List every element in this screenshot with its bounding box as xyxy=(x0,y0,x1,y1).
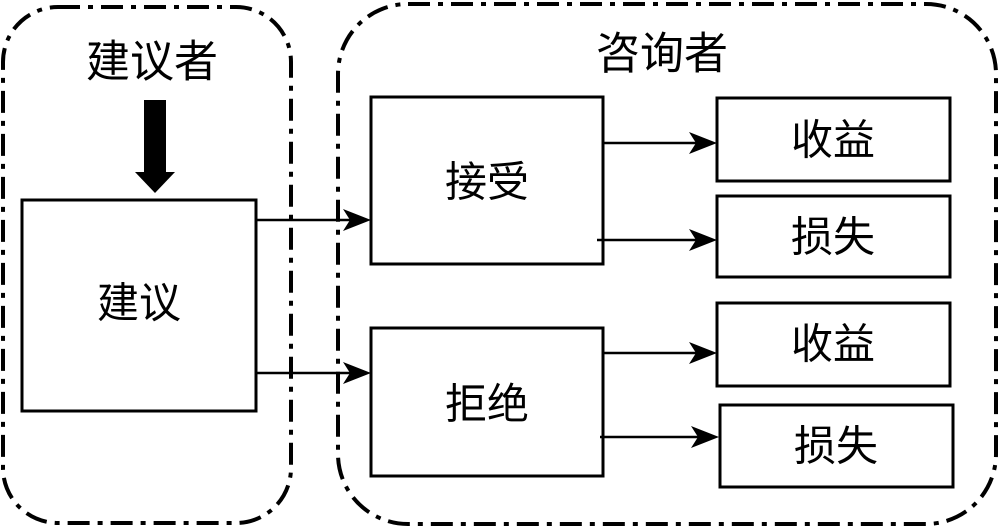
accept-to-gain-arrow xyxy=(603,132,717,154)
reject-to-loss-arrow xyxy=(600,426,719,448)
reject-loss-label: 损失 xyxy=(794,422,878,471)
reject-gain-node: 收益 xyxy=(715,301,952,388)
accept-loss-label: 损失 xyxy=(791,213,875,262)
reject-gain-label: 收益 xyxy=(791,320,875,369)
accept-loss-node: 损失 xyxy=(715,194,952,279)
proposal-label: 建议 xyxy=(97,279,181,328)
advisee-group-border xyxy=(336,2,998,526)
proposal-node: 建议 xyxy=(20,198,258,413)
accept-gain-label: 收益 xyxy=(791,116,875,165)
accept-node: 接受 xyxy=(369,95,605,266)
accept-to-loss-arrow xyxy=(597,229,717,251)
reject-to-gain-arrow xyxy=(603,342,717,364)
advisor-group-title: 建议者 xyxy=(86,37,218,88)
thick-down-arrow-icon xyxy=(135,100,175,193)
accept-gain-node: 收益 xyxy=(715,96,952,183)
reject-loss-node: 损失 xyxy=(718,403,955,489)
reject-label: 拒绝 xyxy=(445,380,529,429)
reject-node: 拒绝 xyxy=(369,326,605,478)
proposal-to-accept-arrow xyxy=(256,209,371,231)
accept-label: 接受 xyxy=(445,158,529,207)
advisee-group-title: 咨询者 xyxy=(596,29,728,80)
advisor-group-border xyxy=(1,5,293,525)
proposal-to-reject-arrow xyxy=(256,362,371,384)
